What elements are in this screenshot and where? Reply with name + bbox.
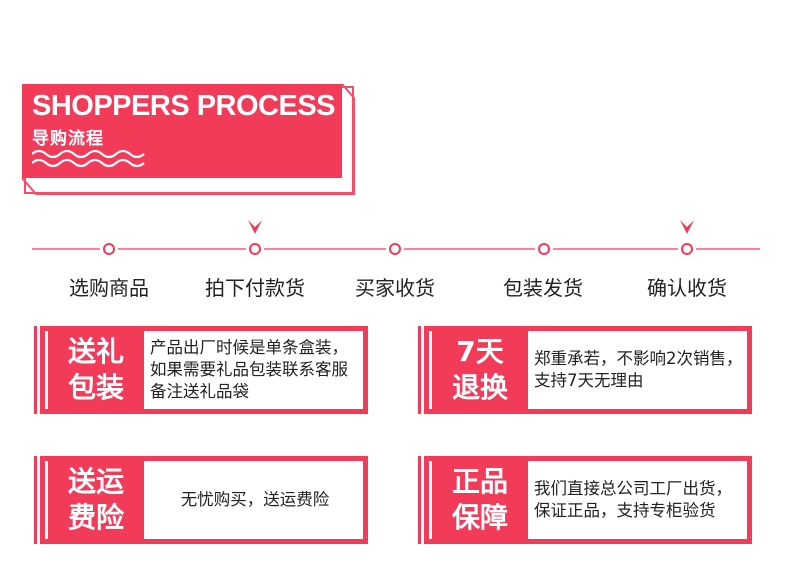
card-genuine-guarantee: 正品 保障 我们直接总公司工厂出货，保证正品，支持专柜验货 xyxy=(418,456,752,544)
card-tag-line: 送运 xyxy=(67,465,124,498)
card-edge xyxy=(34,326,37,414)
timeline-dot-2 xyxy=(249,243,261,255)
card-tag: 送礼 包装 xyxy=(48,326,144,414)
banner-bevel xyxy=(21,83,355,195)
card-edge xyxy=(34,456,37,544)
timeline-dot-3 xyxy=(389,243,401,255)
card-shipping-insurance: 送运 费险 无忧购买，送运费险 xyxy=(34,456,368,544)
card-tag-line: 送礼 xyxy=(67,335,124,368)
card-description: 无忧购买，送运费险 xyxy=(180,490,330,509)
card-tag-line: 保障 xyxy=(451,501,508,534)
card-tag-line: 包装 xyxy=(67,371,124,404)
card-tag: 7天 退换 xyxy=(432,326,528,414)
card-text: 产品出厂时候是单条盒装，如果需要礼品包装联系客服备注送礼品袋 xyxy=(150,333,360,407)
card-text: 我们直接总公司工厂出货，保证正品，支持专柜验货 xyxy=(534,463,744,537)
card-edge xyxy=(418,326,421,414)
step-label-4: 包装发货 xyxy=(503,276,583,300)
card-tag-line: 正品 xyxy=(451,465,508,498)
arrow-down-icon xyxy=(248,220,262,234)
card-7day-return: 7天 退换 郑重承若，不影响2次销售，支持7天无理由 xyxy=(418,326,752,414)
card-description: 产品出厂时候是单条盒装，如果需要礼品包装联系客服备注送礼品袋 xyxy=(150,338,348,401)
card-tag-line: 费险 xyxy=(67,501,124,534)
card-text: 无忧购买，送运费险 xyxy=(150,463,360,537)
timeline-dot-5 xyxy=(681,243,693,255)
card-gift-packaging: 送礼 包装 产品出厂时候是单条盒装，如果需要礼品包装联系客服备注送礼品袋 xyxy=(34,326,368,414)
banner: SHOPPERS PROCESS 导购流程 xyxy=(22,84,342,178)
card-tag: 送运 费险 xyxy=(48,456,144,544)
card-edge xyxy=(418,456,421,544)
banner-title: SHOPPERS PROCESS xyxy=(32,90,336,122)
step-label-3: 买家收货 xyxy=(355,276,435,300)
timeline-dot-1 xyxy=(103,243,115,255)
step-label-1: 选购商品 xyxy=(69,276,149,300)
process-timeline xyxy=(32,243,760,255)
step-label-2: 拍下付款货 xyxy=(205,276,305,300)
card-tag: 正品 保障 xyxy=(432,456,528,544)
card-description: 我们直接总公司工厂出货，保证正品，支持专柜验货 xyxy=(534,479,732,520)
arrow-down-icon xyxy=(680,220,694,234)
banner-subtitle: 导购流程 xyxy=(32,129,104,149)
card-tag-line: 退换 xyxy=(451,371,508,404)
step-label-5: 确认收货 xyxy=(647,276,727,300)
wave-icon xyxy=(32,149,145,168)
card-description: 郑重承若，不影响2次销售，支持7天无理由 xyxy=(534,349,743,390)
timeline-dot-4 xyxy=(538,243,550,255)
card-text: 郑重承若，不影响2次销售，支持7天无理由 xyxy=(534,333,744,407)
card-tag-line: 7天 xyxy=(456,335,504,368)
